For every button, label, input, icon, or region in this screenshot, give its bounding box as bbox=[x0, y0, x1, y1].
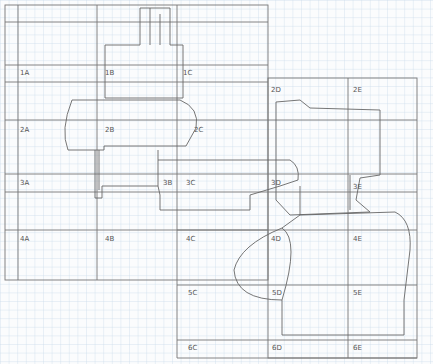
grid-label: 3A bbox=[20, 180, 29, 187]
grid-label: 2B bbox=[105, 127, 114, 134]
grid-label: 6D bbox=[272, 345, 282, 352]
grid-label: 1C bbox=[183, 70, 192, 77]
grid-label: 4D bbox=[271, 236, 281, 243]
grid-label: 6C bbox=[188, 345, 197, 352]
grid-label: 2D bbox=[271, 87, 281, 94]
grid-label: 4A bbox=[20, 236, 29, 243]
grid-label: 2E bbox=[353, 87, 362, 94]
grid-label: 3C bbox=[186, 180, 195, 187]
grid-label: 3E bbox=[353, 184, 362, 191]
grid-label: 1B bbox=[105, 70, 114, 77]
grid-label: 5E bbox=[353, 290, 362, 297]
grid-label: 2A bbox=[20, 127, 29, 134]
grid-label: 3D bbox=[271, 180, 281, 187]
room-outlines bbox=[65, 8, 410, 335]
grid-label: 6E bbox=[353, 345, 362, 352]
grid-label: 1A bbox=[20, 70, 29, 77]
grid-label: 2C bbox=[194, 127, 203, 134]
grid-label: 5C bbox=[188, 290, 197, 297]
grid-label: 4E bbox=[353, 236, 362, 243]
grid-sectors bbox=[5, 5, 417, 358]
grid-label: 3B bbox=[163, 180, 172, 187]
grid-label: 4C bbox=[186, 236, 195, 243]
grid-label: 4B bbox=[105, 236, 114, 243]
grid-label: 5D bbox=[272, 290, 282, 297]
